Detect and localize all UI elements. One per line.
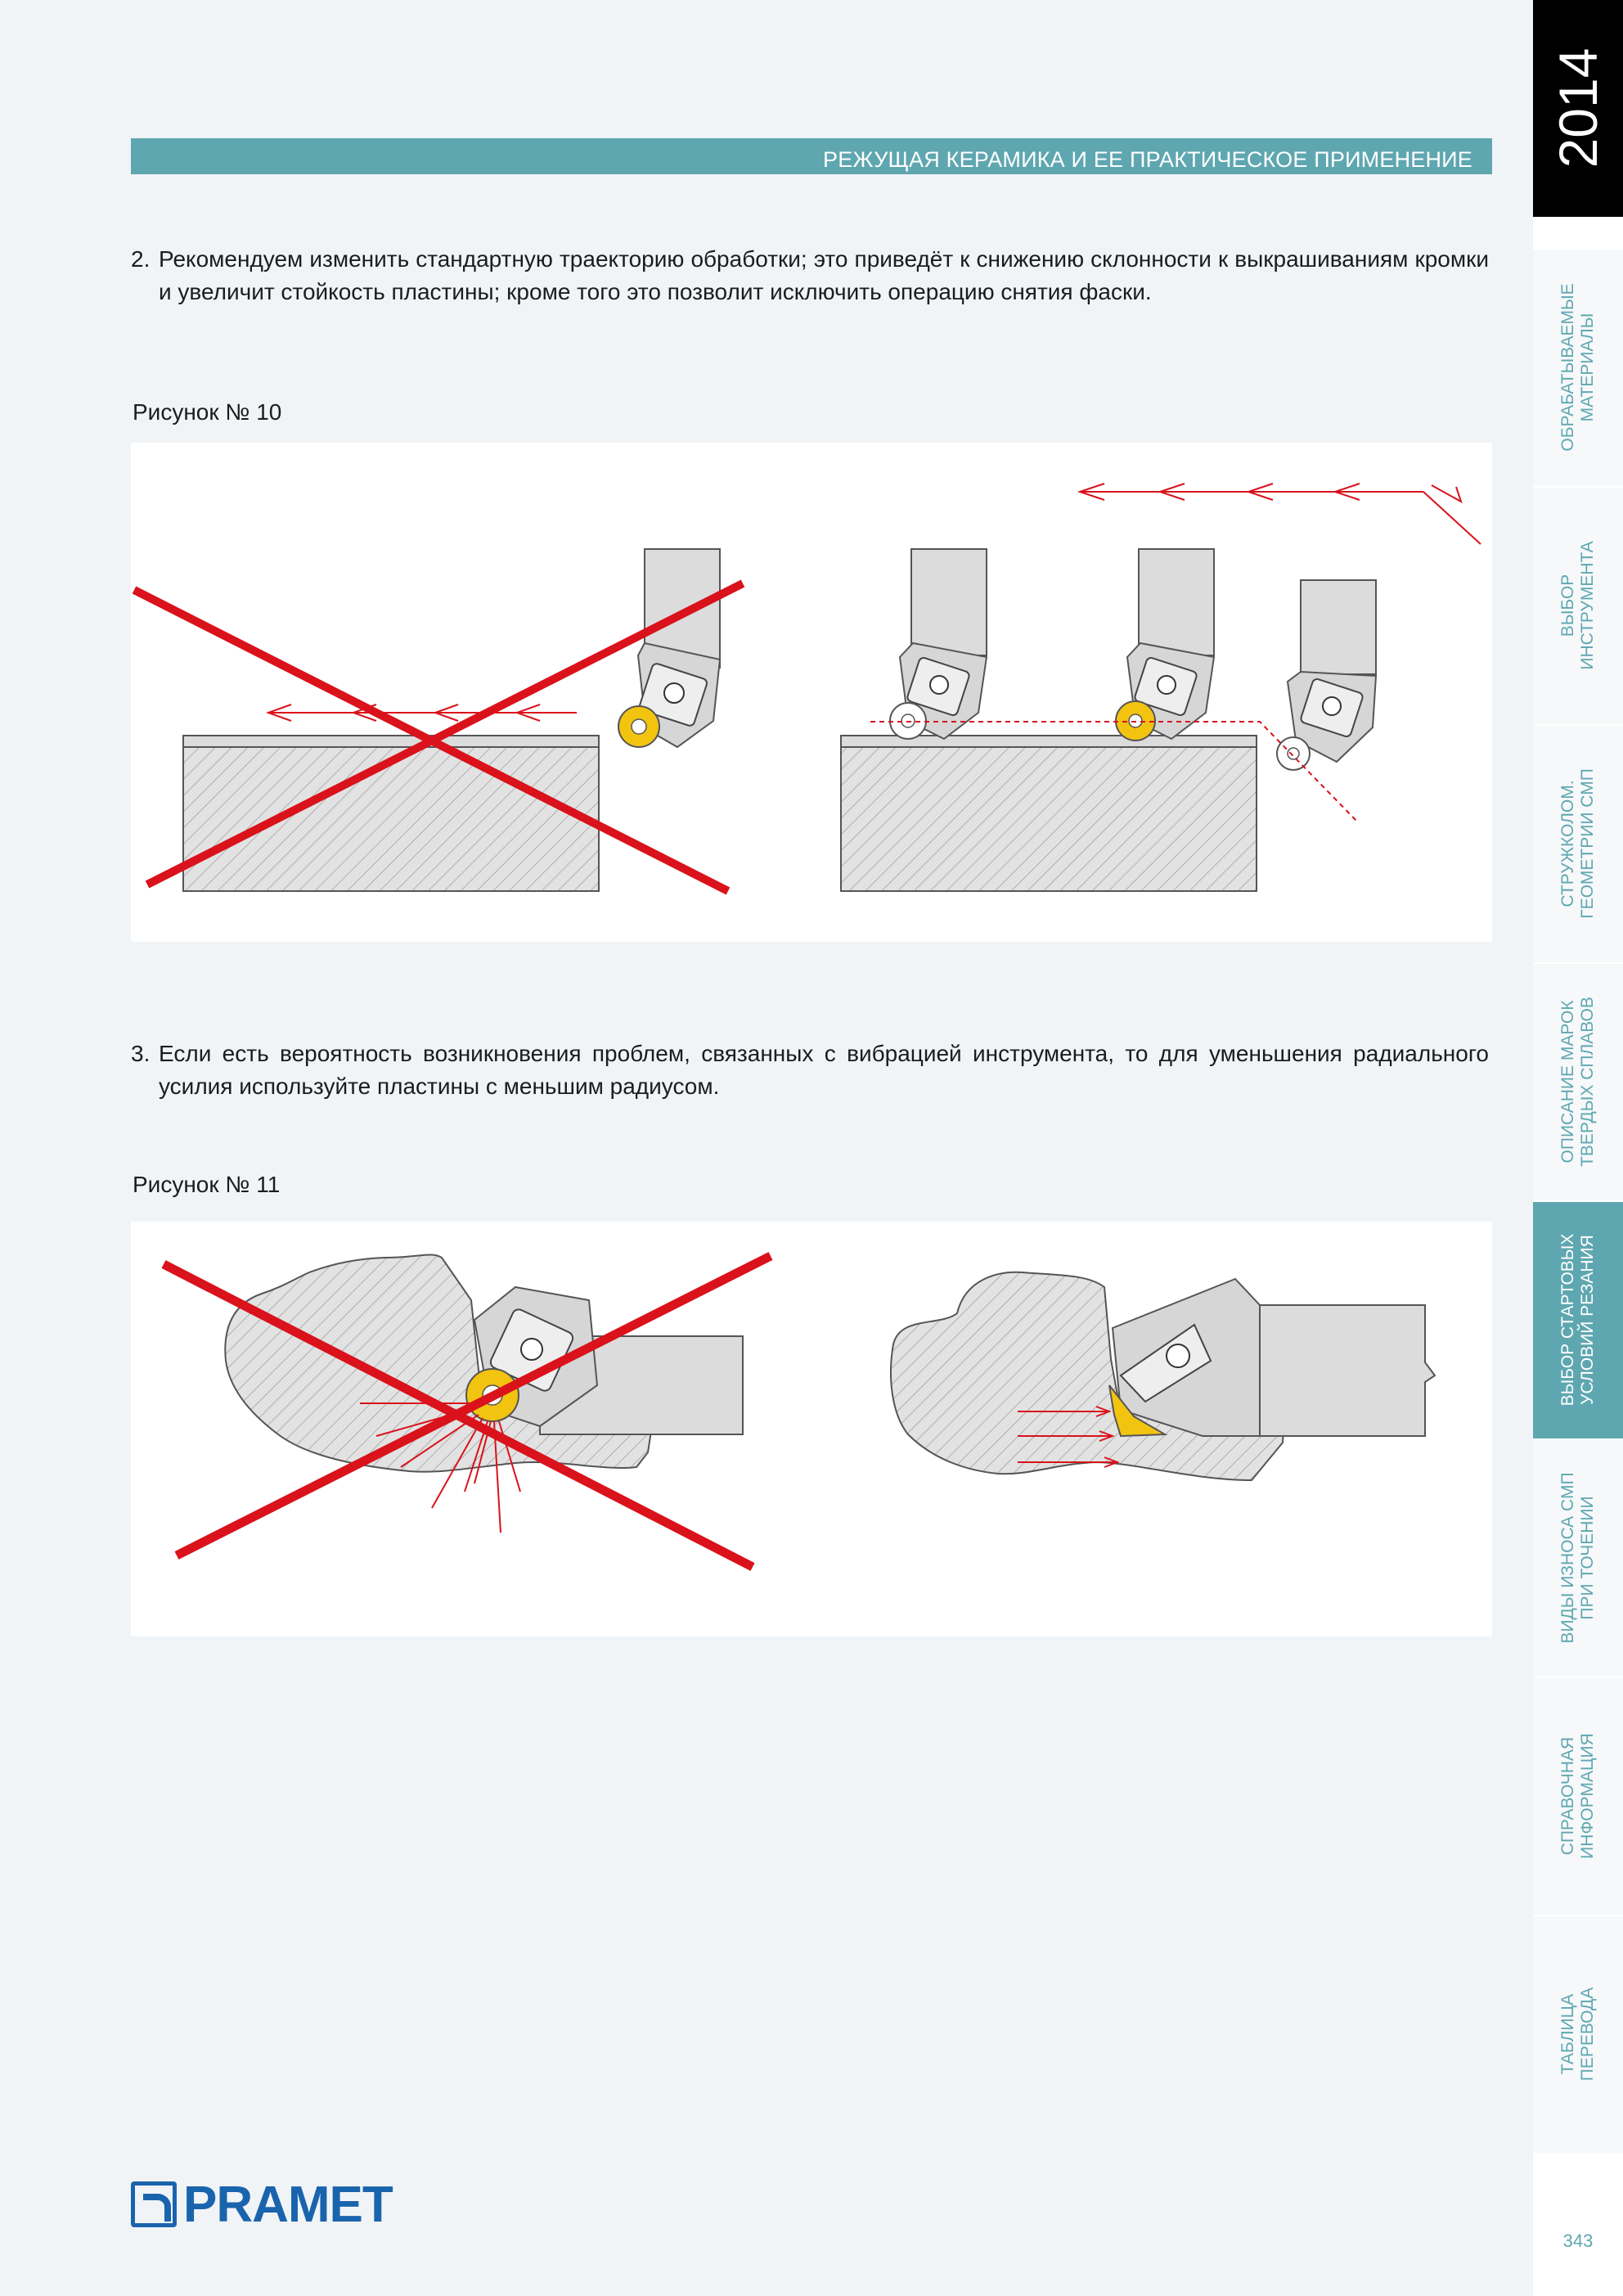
tool-left [618, 548, 722, 749]
figure-10 [131, 443, 1492, 942]
feed-arrows-top [1077, 483, 1481, 545]
section-title: РЕЖУЩАЯ КЕРАМИКА И ЕЕ ПРАКТИЧЕСКОЕ ПРИМЕ… [823, 147, 1472, 172]
pramet-logo-text: PRAMET [183, 2177, 393, 2233]
section-header-bar: РЕЖУЩАЯ КЕРАМИКА И ЕЕ ПРАКТИЧЕСКОЕ ПРИМЕ… [131, 138, 1492, 174]
feed-arrows-left [266, 704, 577, 722]
figure-11-caption: Рисунок № 11 [133, 1172, 281, 1197]
paragraph-number: 2. [131, 246, 151, 272]
tool-right-3 [1276, 579, 1378, 771]
workpiece-right [840, 735, 1257, 892]
figure-10-drawing [132, 483, 1481, 895]
radial-force-arrows [1018, 1406, 1120, 1468]
sidebar-tab-label: СТРУЖКОЛОМ.ГЕОМЕТРИИ СМП [1558, 768, 1597, 919]
figure-11 [131, 1222, 1492, 1636]
paragraph-2: 2. Рекомендуем изменить стандартную трае… [131, 243, 1489, 308]
year-label: 2014 [1548, 47, 1608, 169]
figure-10-caption: Рисунок № 10 [133, 399, 282, 425]
page-number: 343 [1562, 2231, 1594, 2251]
tool-right-1 [889, 548, 988, 741]
paragraph-number: 3. [131, 1041, 151, 1066]
pramet-logo-mark-icon [131, 2181, 177, 2227]
red-cross-icon [161, 1252, 773, 1571]
tool-path-dashed [870, 721, 1359, 823]
paragraph-text: Если есть вероятность возникновения проб… [159, 1041, 1489, 1099]
red-cross-icon [132, 579, 745, 895]
sidebar-tab-chipbreakers[interactable]: СТРУЖКОЛОМ.ГЕОМЕТРИИ СМП [1533, 726, 1623, 962]
paragraph-3: 3. Если есть вероятность возникновения п… [131, 1038, 1489, 1103]
tool-holder-left [465, 1285, 744, 1435]
figure-11-drawing [161, 1252, 1436, 1571]
tool-right-2 [1115, 548, 1216, 741]
paragraph-text: Рекомендуем изменить стандартную траекто… [159, 246, 1489, 304]
year-tab: 2014 [1533, 0, 1623, 217]
tool-holder-right [1108, 1277, 1436, 1438]
